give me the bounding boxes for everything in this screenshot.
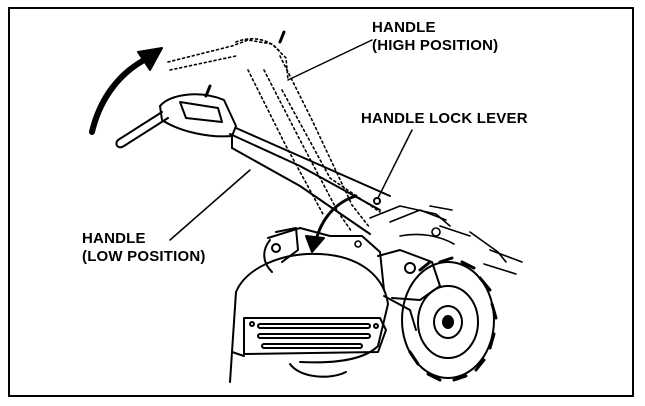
label-handle-high-position: HANDLE (HIGH POSITION) bbox=[372, 19, 498, 55]
diagram-frame bbox=[8, 7, 634, 397]
rotation-arrow-small bbox=[314, 194, 358, 242]
label-handle-high-line1: HANDLE bbox=[372, 19, 436, 36]
grip-post-high bbox=[278, 30, 286, 44]
lock-lever-pivot bbox=[373, 197, 381, 205]
shield-rib-3 bbox=[261, 343, 363, 349]
handle-high-position bbox=[167, 38, 381, 233]
rear-control-bar bbox=[483, 249, 523, 275]
handle-low-position bbox=[115, 93, 391, 235]
label-handle-low-position: HANDLE (LOW POSITION) bbox=[82, 230, 206, 266]
leader-line-handle-low bbox=[169, 169, 251, 241]
label-handle-low-line1: HANDLE bbox=[82, 230, 146, 247]
rotation-arrowhead-small bbox=[305, 235, 325, 253]
label-handle-high-line2: (HIGH POSITION) bbox=[372, 37, 499, 54]
transmission-housing bbox=[377, 249, 441, 331]
grip-post-low bbox=[204, 84, 212, 98]
shield-rib-1 bbox=[257, 323, 371, 329]
rotation-arrow-large bbox=[89, 55, 151, 135]
lock-lever-assembly bbox=[354, 205, 507, 263]
rotation-arrowhead-large bbox=[137, 47, 163, 71]
tiller-body bbox=[229, 227, 389, 383]
label-handle-low-line2: (LOW POSITION) bbox=[82, 248, 206, 265]
leader-line-handle-high bbox=[287, 39, 373, 81]
shield-rib-2 bbox=[257, 333, 371, 339]
leader-line-lock-lever bbox=[377, 129, 413, 199]
wheel bbox=[401, 256, 498, 382]
label-handle-lock-lever: HANDLE LOCK LEVER bbox=[361, 110, 528, 127]
